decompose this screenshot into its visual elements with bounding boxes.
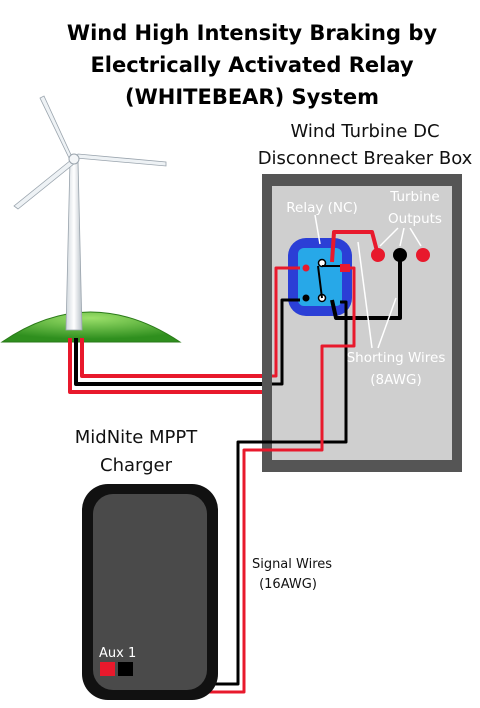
shorting-pointer-2 (377, 297, 397, 349)
breaker-box-label-line-1: Wind Turbine DC (290, 121, 439, 142)
relay-pointer (314, 214, 321, 245)
aux-1-label: Aux 1 (99, 646, 136, 661)
charger-label-line-2: Charger (100, 455, 173, 476)
turbine-cable-pos-inner (80, 338, 272, 378)
turbine-outputs-label-line-1: Turbine (389, 189, 440, 205)
shorting-wires-label-line-2: (8AWG) (370, 372, 421, 388)
relay-coil-terminal-bottom (302, 294, 310, 302)
relay-switch-arm (317, 265, 323, 299)
turbine-blade-left (13, 159, 76, 210)
shorting-wire-red (330, 230, 380, 263)
grass-hill (0, 311, 182, 343)
box-wire-black (272, 298, 300, 386)
relay-coil-terminal-top (302, 264, 310, 272)
signal-wires-label-line-2: (16AWG) (259, 577, 317, 592)
turbine-cable-mid (74, 338, 272, 386)
turbine-cable-neg-outer (68, 338, 272, 394)
relay-output-pos (340, 264, 350, 272)
turbine-tower (65, 159, 83, 331)
turbine-blade-up (39, 95, 73, 161)
turbine-outputs-label-line-2: Outputs (388, 211, 442, 227)
wind-turbine (0, 95, 182, 343)
diagram-title-line-2: Electrically Activated Relay (90, 53, 413, 77)
outputs-pointer-2 (399, 227, 405, 247)
breaker-box-panel (272, 186, 452, 460)
charger-label-line-1: MidNite MPPT (75, 427, 199, 448)
turbine-cable (68, 338, 272, 394)
box-wire-red (272, 266, 300, 378)
turbine-hub (68, 153, 80, 165)
breaker-box: Relay (NC) Turbine Outputs Shorting Wire… (262, 174, 462, 472)
mppt-charger: Aux 1 (82, 484, 218, 700)
turbine-output-terminal-3 (416, 248, 430, 262)
signal-wires-label-line-1: Signal Wires (252, 557, 332, 572)
relay-label: Relay (NC) (286, 200, 357, 216)
turbine-blade-right (75, 153, 167, 167)
turbine-output-terminal-2 (393, 248, 407, 262)
shorting-wires-label-line-1: Shorting Wires (347, 350, 446, 366)
outputs-pointer-1 (379, 227, 399, 247)
aux-1-terminal-neg (118, 662, 133, 676)
box-internal-wiring (272, 266, 300, 386)
outputs-pointer-3 (409, 227, 422, 247)
shorting-pointer-1 (357, 241, 373, 349)
breaker-box-label-line-2: Disconnect Breaker Box (258, 148, 473, 169)
aux-1-terminal-pos (100, 662, 115, 676)
diagram-title-line-1: Wind High Intensity Braking by (67, 21, 437, 45)
charger-body-inner (93, 494, 207, 690)
diagram-title-line-3: (WHITEBEAR) System (125, 85, 379, 109)
turbine-output-terminal-1 (371, 248, 385, 262)
